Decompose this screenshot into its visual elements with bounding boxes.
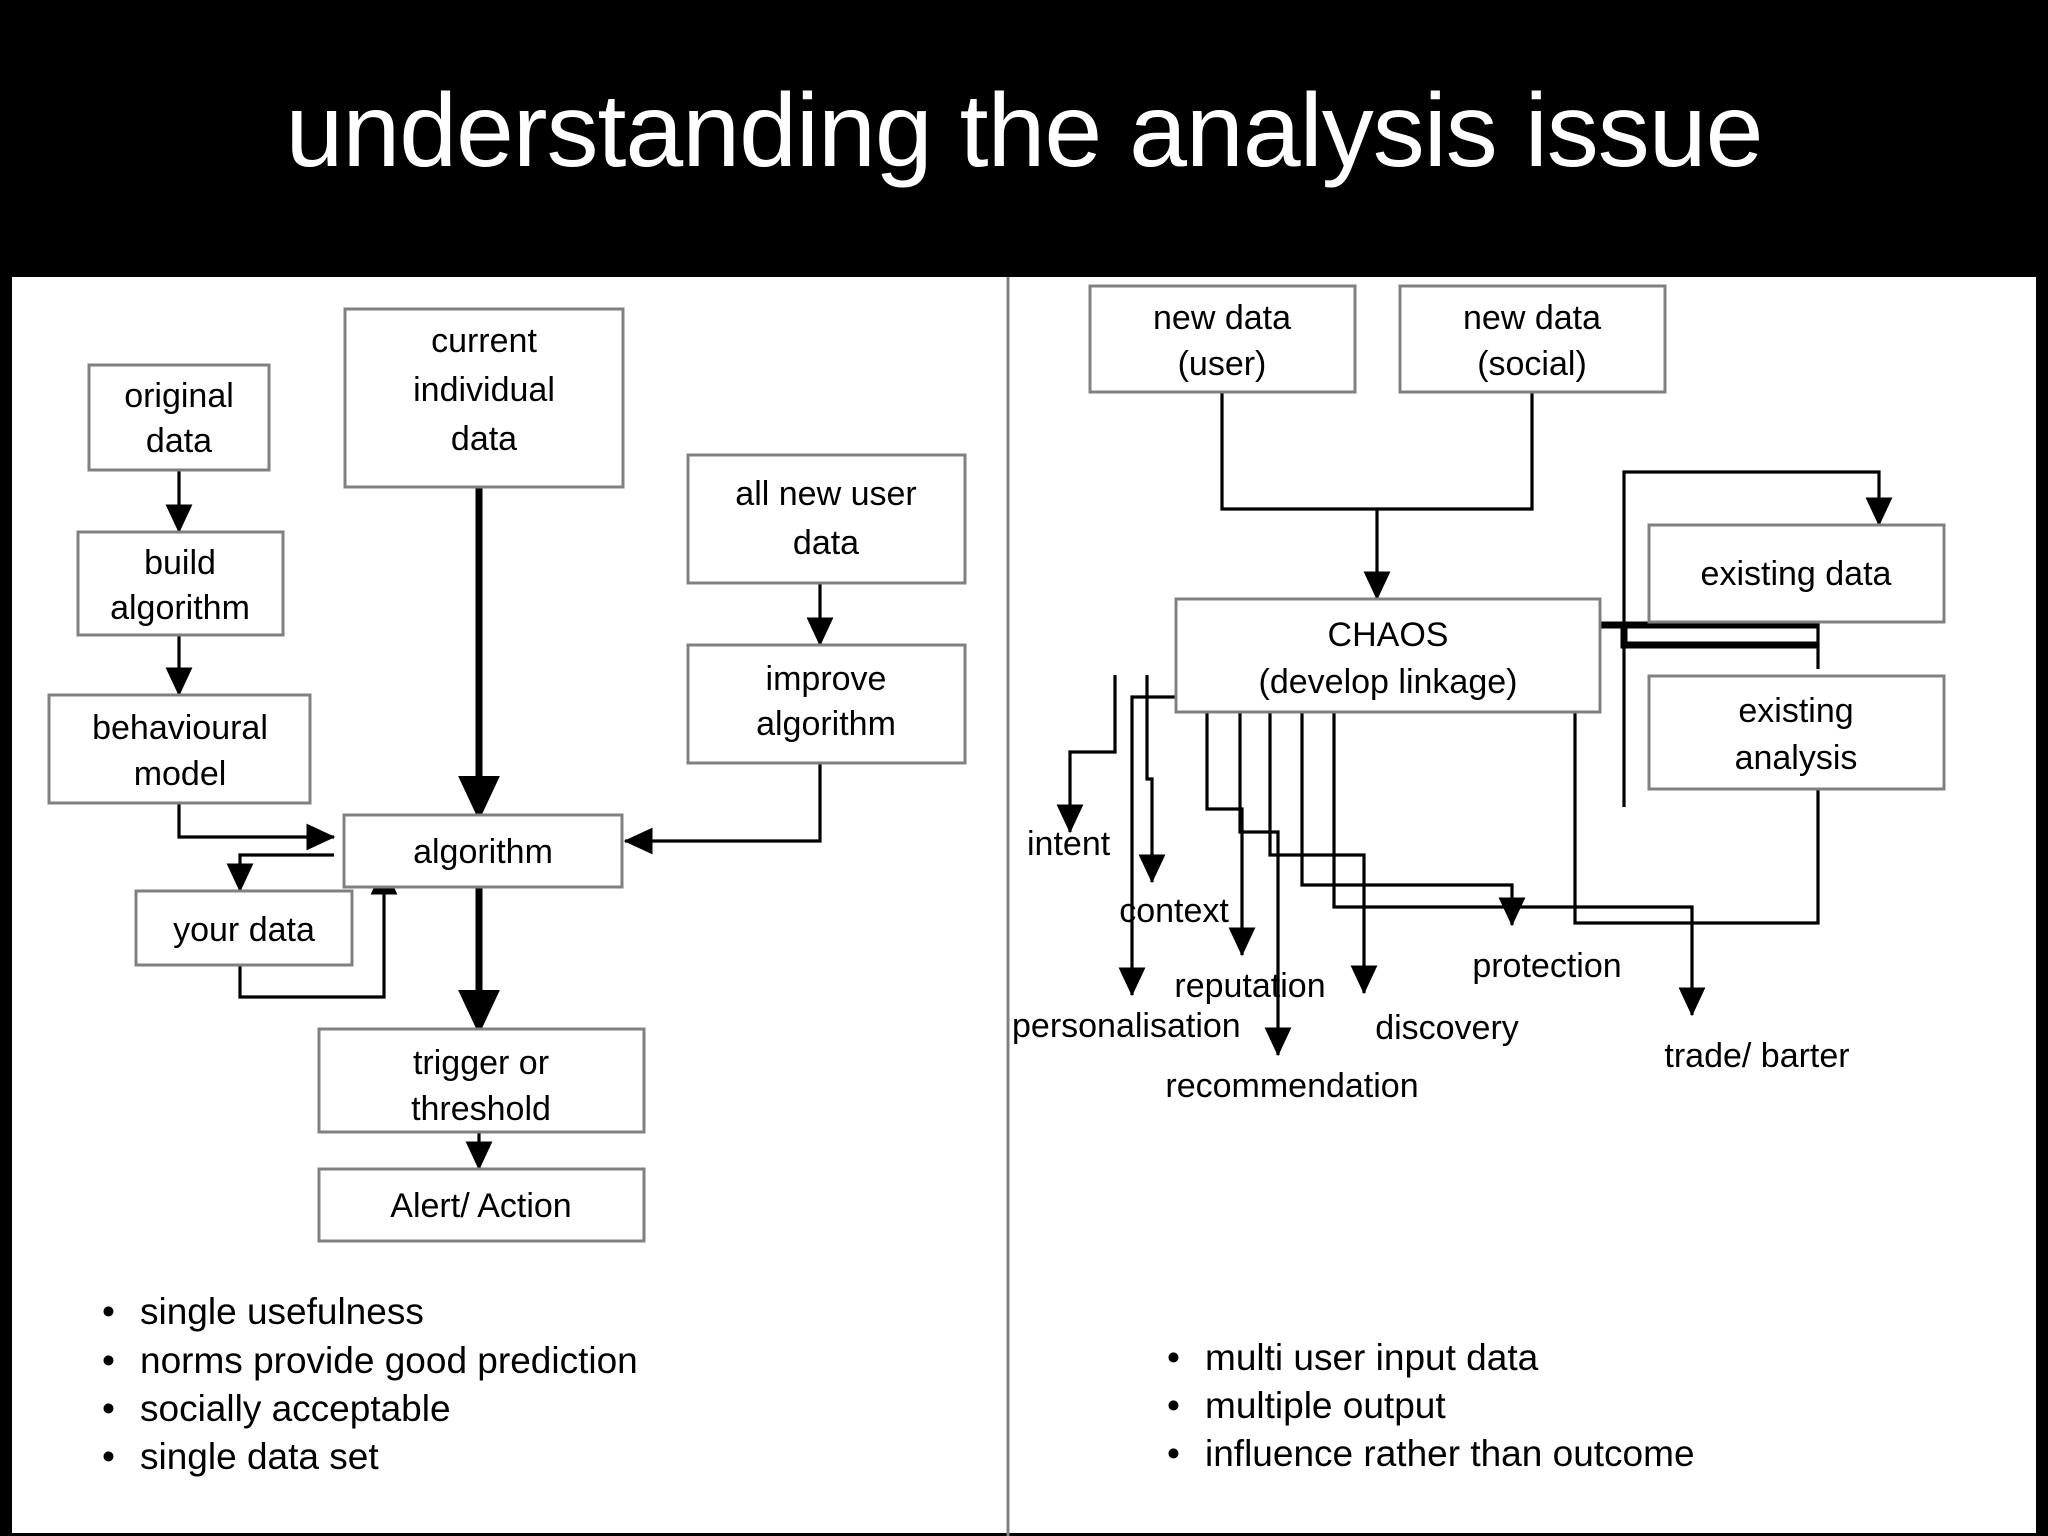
box-existing-data-line1: existing data	[1701, 555, 1892, 593]
box-improve-algorithm[interactable]: improve algorithm	[686, 643, 967, 765]
output-label-context: context	[1119, 892, 1229, 930]
output-label-reputation: reputation	[1174, 967, 1325, 1005]
box-behavioural-model-line1: behavioural	[92, 709, 268, 747]
bullet-dot: •	[1167, 1433, 1180, 1474]
bullet-dot: •	[102, 1388, 115, 1429]
edge-out-personalisation	[1118, 675, 1180, 997]
bullet-dot: •	[1167, 1337, 1180, 1378]
left-bullet-list: • single usefulness • norms provide good…	[102, 1291, 638, 1477]
box-build-algorithm-line1: build	[144, 544, 216, 582]
left-bullet-3: socially acceptable	[140, 1388, 451, 1429]
bullet-dot: •	[102, 1340, 115, 1381]
edge-improvealgorithm-algorithm	[623, 762, 822, 855]
box-original-data[interactable]: original data	[87, 363, 271, 472]
box-trigger-threshold[interactable]: trigger or threshold	[317, 1027, 646, 1134]
output-label-trade-barter: trade/ barter	[1664, 1037, 1849, 1075]
output-label-discovery: discovery	[1375, 1009, 1519, 1047]
box-existing-analysis-line1: existing	[1738, 692, 1853, 730]
edge-out-discovery	[1268, 675, 1378, 995]
box-current-individual-data-line2: individual	[413, 371, 555, 409]
edge-newdata-merge	[1220, 392, 1534, 511]
edge-loop-existingdata	[1622, 470, 1893, 737]
left-bullet-2: norms provide good prediction	[140, 1340, 638, 1381]
right-bullet-list: • multi user input data • multiple outpu…	[1167, 1337, 1695, 1474]
box-current-individual-data-line3: data	[451, 420, 517, 458]
page-title: understanding the analysis issue	[285, 73, 1764, 189]
box-algorithm[interactable]: algorithm	[342, 813, 624, 889]
output-label-intent: intent	[1027, 825, 1111, 863]
box-new-data-social[interactable]: new data (social)	[1398, 284, 1667, 394]
edge-out-reputation	[1205, 675, 1256, 957]
box-behavioural-model[interactable]: behavioural model	[47, 693, 312, 805]
edge-out-protection	[1300, 675, 1526, 927]
edge-behaviouralmodel-algorithm	[177, 802, 336, 851]
bullet-dot: •	[1167, 1385, 1180, 1426]
box-original-data-line1: original	[124, 377, 234, 415]
box-current-individual-data-line1: current	[431, 322, 537, 360]
box-existing-analysis[interactable]: existing analysis	[1647, 674, 1946, 791]
box-new-data-user-line2: (user)	[1178, 345, 1267, 383]
box-trigger-threshold-line2: threshold	[411, 1090, 551, 1128]
right-bullet-3: influence rather than outcome	[1205, 1433, 1695, 1474]
box-current-individual-data[interactable]: current individual data	[343, 307, 625, 489]
output-label-protection: protection	[1472, 947, 1621, 985]
left-bullet-1: single usefulness	[140, 1291, 424, 1332]
box-alert-action[interactable]: Alert/ Action	[317, 1167, 646, 1243]
box-build-algorithm-line2: algorithm	[110, 589, 250, 627]
output-label-recommendation: recommendation	[1165, 1067, 1418, 1105]
box-existing-data[interactable]: existing data	[1647, 523, 1946, 624]
title-band: understanding the analysis issue	[0, 0, 2048, 262]
edge-out-intent	[1056, 675, 1117, 834]
edge-yourdata-algorithm	[238, 865, 398, 999]
box-trigger-threshold-line1: trigger or	[413, 1044, 549, 1082]
diagram-canvas-wrap: original data current individual data al…	[0, 262, 2048, 1536]
box-improve-algorithm-line2: algorithm	[756, 705, 896, 743]
box-existing-analysis-line2: analysis	[1735, 739, 1858, 777]
bullet-dot: •	[102, 1291, 115, 1332]
flow-diagram: original data current individual data al…	[47, 277, 1946, 1536]
box-behavioural-model-line2: model	[134, 755, 227, 793]
box-your-data-line1: your data	[173, 911, 315, 949]
box-new-data-social-line2: (social)	[1477, 345, 1587, 383]
right-bullet-2: multiple output	[1205, 1385, 1446, 1426]
box-new-data-user[interactable]: new data (user)	[1088, 284, 1357, 394]
right-bullet-1: multi user input data	[1205, 1337, 1539, 1378]
box-build-algorithm[interactable]: build algorithm	[76, 530, 285, 637]
edge-out-recommendation	[1238, 675, 1292, 1057]
box-algorithm-line1: algorithm	[413, 833, 553, 871]
box-your-data[interactable]: your data	[134, 889, 354, 967]
left-bullet-4: single data set	[140, 1436, 379, 1477]
box-all-new-user-data-line2: data	[793, 524, 859, 562]
box-new-data-social-line1: new data	[1463, 299, 1601, 337]
box-all-new-user-data-line1: all new user	[735, 475, 916, 513]
chaos-output-labels: intent context personalisation reputatio…	[1012, 825, 1850, 1105]
diagram-canvas: original data current individual data al…	[9, 274, 2039, 1536]
box-chaos-line2: (develop linkage)	[1259, 663, 1518, 701]
edge-out-trade-barter	[1332, 675, 1706, 1017]
box-original-data-line2: data	[146, 422, 212, 460]
box-improve-algorithm-line1: improve	[766, 660, 887, 698]
box-new-data-user-line1: new data	[1153, 299, 1291, 337]
box-all-new-user-data[interactable]: all new user data	[686, 453, 967, 585]
edge-existing-junction	[1620, 625, 1818, 649]
output-label-personalisation: personalisation	[1012, 1007, 1241, 1045]
edge-out-context	[1138, 675, 1166, 884]
box-alert-action-line1: Alert/ Action	[390, 1187, 571, 1225]
bullet-dot: •	[102, 1436, 115, 1477]
edge-algorithm-yourdata	[226, 853, 334, 893]
box-chaos[interactable]: CHAOS (develop linkage)	[1174, 597, 1602, 714]
edge-chaos-existinganalysis	[1573, 669, 1832, 925]
box-chaos-line1: CHAOS	[1328, 616, 1449, 654]
